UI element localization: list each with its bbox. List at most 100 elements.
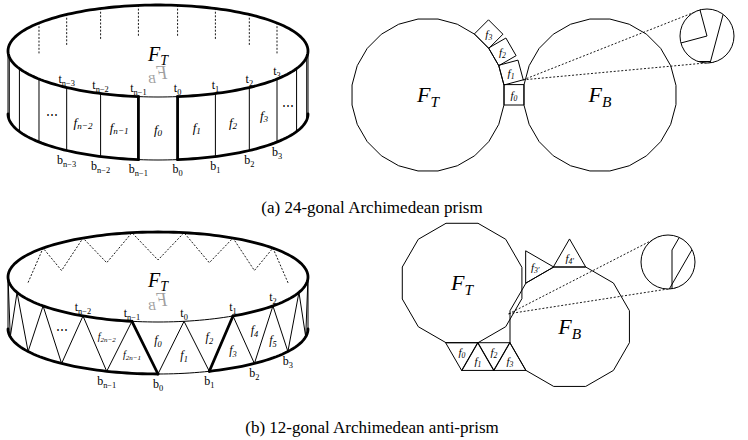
zoomed-edge: [710, 0, 748, 440]
symbol: F: [148, 43, 160, 65]
triangle-face: [462, 343, 494, 371]
lateral-edge: [306, 57, 307, 120]
bottom-rim: [8, 114, 138, 160]
face-label: fn−2: [74, 116, 93, 129]
square-face: [499, 61, 523, 85]
face-label: f2: [499, 47, 506, 58]
face-label: f2n−2: [98, 332, 116, 342]
subscript: 2: [272, 297, 276, 306]
silhouette-edge: [8, 277, 9, 329]
subscript: 3′: [534, 266, 540, 275]
face-label: f0: [154, 334, 162, 346]
bottom-rim: [209, 329, 308, 371]
subscript: 2: [249, 79, 253, 88]
vertex-label: tn−1: [130, 82, 146, 94]
square-face: [489, 38, 516, 65]
ellipsis: ⋯: [46, 109, 58, 121]
subscript: 4: [254, 329, 258, 338]
subscript: B: [602, 93, 611, 110]
face-label: f1: [508, 67, 515, 78]
top-rim: [8, 5, 308, 97]
zoomed-edge: [736, 11, 748, 139]
symbol: b: [204, 374, 210, 388]
subfigure-caption: (b) 12-gonal Archimedean anti-prism: [245, 419, 499, 436]
face-label: f2n−1: [123, 350, 141, 360]
vertex-label: t1: [212, 79, 220, 91]
symbol: f: [154, 333, 157, 347]
bottom-edge: [138, 159, 177, 160]
polygon-outline: [352, 19, 504, 171]
symbol: f: [206, 330, 209, 344]
face-label: f0: [459, 346, 466, 357]
vertex-label: t0: [180, 307, 188, 319]
face-label: f3′: [531, 262, 540, 273]
symbol: F: [451, 270, 464, 295]
symbol: b: [249, 366, 255, 380]
symbol: f: [98, 331, 101, 342]
hidden-edge: [249, 15, 250, 47]
subscript: 3: [510, 360, 514, 369]
subscript: n−1: [135, 169, 148, 178]
face-name: FB: [588, 84, 611, 106]
lateral-edge: [176, 97, 179, 160]
ellipsis: ⋯: [282, 100, 294, 112]
zoomed-edge: [608, 378, 736, 440]
subscript: 2: [255, 372, 259, 381]
subscript: 1: [511, 72, 515, 81]
hidden-edge: [277, 23, 278, 55]
hidden-edge: [38, 23, 39, 55]
symbol: t: [58, 72, 61, 86]
lateral-edge: [38, 79, 39, 142]
symbol: f: [485, 28, 488, 40]
prism-net: [352, 19, 676, 171]
symbol: F: [148, 269, 160, 291]
hidden-edge: [215, 9, 216, 41]
vertex-label: t2: [246, 73, 254, 85]
subscript: 1: [233, 307, 237, 316]
zoomed-edge: [241, 0, 719, 378]
vertex-label: bn−1: [97, 375, 116, 387]
subscript: 1: [210, 380, 214, 389]
face-name: FT: [417, 84, 439, 106]
face-label: f3: [507, 356, 514, 367]
subscript: n−2: [77, 122, 92, 132]
face-label: f4: [251, 324, 259, 336]
symbol: f: [565, 251, 568, 263]
lateral-edge: [277, 79, 278, 142]
triangle-face: [526, 251, 554, 283]
face-name: FT: [451, 272, 473, 294]
cut-edge: [132, 321, 158, 374]
hidden-edge: [177, 5, 178, 37]
symbol: f: [499, 46, 502, 58]
subscript: n−1: [113, 126, 128, 136]
symbol: b: [272, 145, 278, 159]
silhouette-edge: [308, 51, 309, 114]
bottom-edge: [158, 371, 209, 374]
lateral-edge: [100, 93, 101, 156]
symbol: f: [229, 115, 233, 130]
symbol: f: [123, 349, 126, 360]
face-name: FB: [558, 316, 581, 338]
symbol: t: [180, 306, 183, 320]
face-label: f1: [475, 356, 482, 367]
zoomed-edge: [672, 75, 748, 440]
zoomed-edge: [610, 62, 710, 162]
subscript: T: [430, 93, 439, 110]
vertex-label: b3: [283, 355, 293, 367]
symbol: F: [156, 290, 167, 310]
subscript: n−3: [62, 79, 75, 88]
face-label: f4′: [565, 252, 574, 263]
symbol: F: [558, 314, 571, 339]
symbol: b: [97, 374, 103, 388]
symbol: f: [154, 121, 158, 136]
symbol: b: [283, 354, 289, 368]
subscript: 0: [177, 88, 181, 97]
square-face: [475, 20, 503, 48]
symbol: F: [417, 82, 430, 107]
vertex-label: tn−2: [75, 301, 91, 313]
symbol: b: [210, 159, 216, 173]
symbol: t: [229, 300, 232, 314]
subscript: 2: [250, 160, 254, 169]
